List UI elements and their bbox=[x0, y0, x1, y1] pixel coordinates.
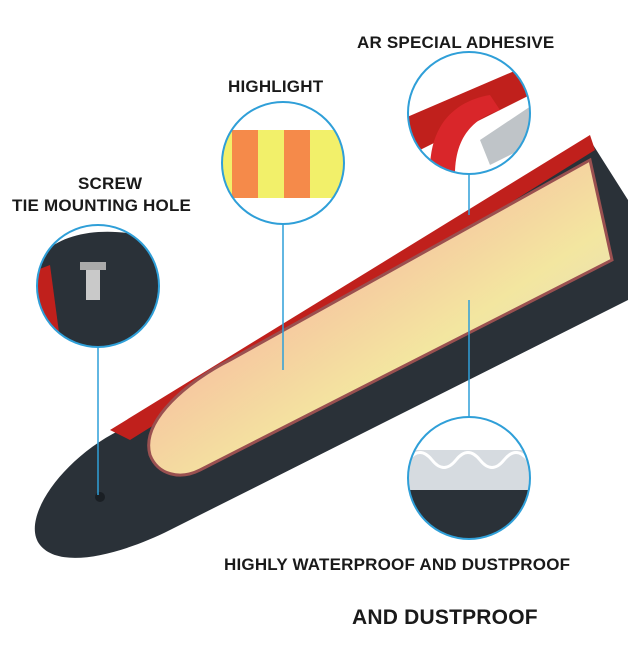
label-mounting-hole: TIE MOUNTING HOLE bbox=[12, 196, 192, 215]
label-footer: AND DUSTPROOF bbox=[352, 606, 538, 629]
label-screw: SCREW bbox=[78, 174, 143, 193]
label-highlight: HIGHLIGHT bbox=[228, 77, 324, 96]
callout-lines bbox=[97, 174, 470, 495]
screw-icon bbox=[86, 268, 100, 300]
waterproof-callout-circle bbox=[407, 416, 531, 540]
adhesive-callout-circle bbox=[407, 51, 531, 175]
label-adhesive: AR SPECIAL ADHESIVE bbox=[357, 33, 555, 52]
screw-callout-circle bbox=[36, 224, 160, 348]
led-strip bbox=[34, 135, 628, 558]
mounting-hole bbox=[95, 492, 105, 502]
highlight-callout-circle bbox=[221, 101, 345, 225]
label-waterproof: HIGHLY WATERPROOF AND DUSTPROOF bbox=[224, 555, 571, 574]
